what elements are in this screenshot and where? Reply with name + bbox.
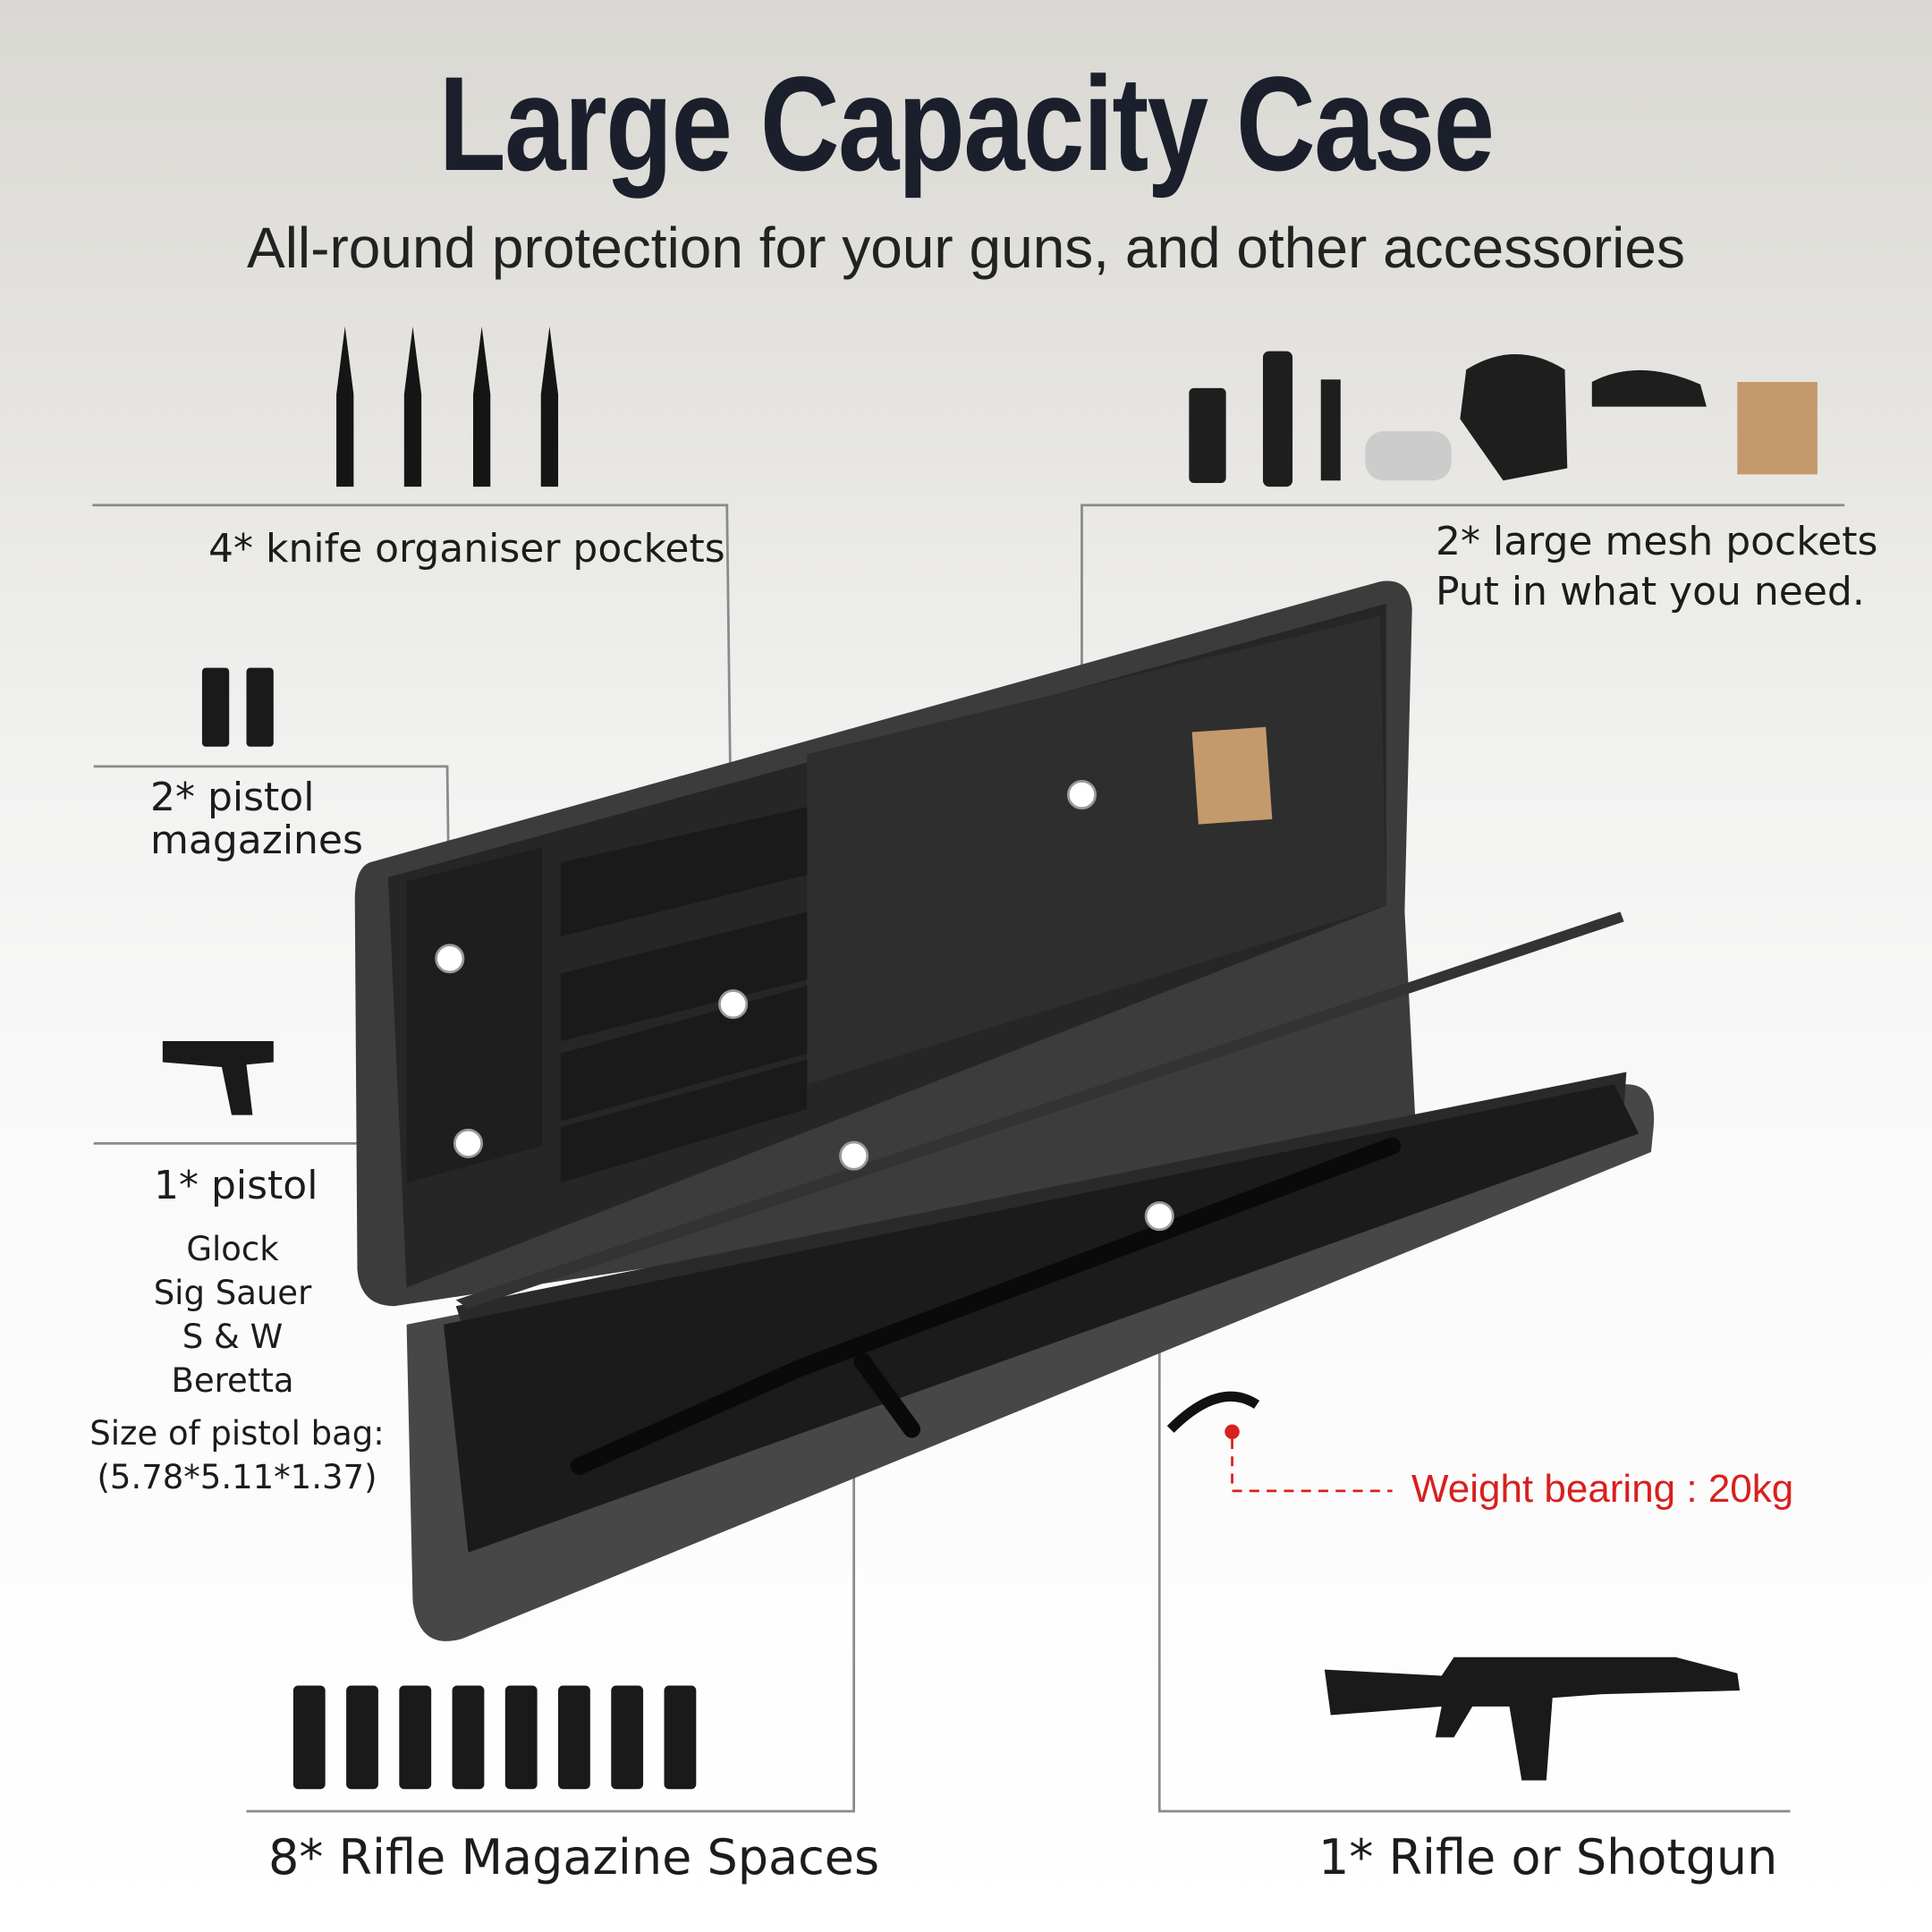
knife-icons <box>336 326 559 487</box>
pistol-magazine-icons <box>201 667 274 747</box>
notebook-icon <box>1191 726 1273 825</box>
bag-size-label: Size of pistol bag: <box>89 1414 385 1453</box>
rifle-label: 1* Rifle or Shotgun <box>1318 1829 1778 1885</box>
callout-dots <box>435 779 1174 1232</box>
pistol-model: Glock <box>186 1230 279 1268</box>
pistol-model: Beretta <box>171 1361 294 1400</box>
pistol-mags-label: 2* pistol <box>150 775 315 820</box>
pistol-mags-label-2: magazines <box>150 818 363 863</box>
pistol-label: 1* pistol <box>154 1163 318 1208</box>
weight-bearing-label: Weight bearing : 20kg <box>1411 1467 1794 1511</box>
rifle-mags-label: 8* Rifle Magazine Spaces <box>268 1829 880 1885</box>
knife-pockets <box>560 807 808 1183</box>
knife-pockets-label: 4* knife organiser pockets <box>208 526 725 572</box>
pistol-model: S & W <box>182 1318 284 1356</box>
mesh-pockets-label: 2* large mesh pockets <box>1436 519 1878 564</box>
case-lid <box>354 580 1418 1307</box>
bag-size-value: (5.78*5.11*1.37) <box>97 1458 377 1496</box>
page-title: Large Capacity Case <box>438 48 1496 199</box>
accessory-icons <box>1189 351 1818 487</box>
case-base <box>406 911 1655 1641</box>
rifle-magazine-icons <box>292 1685 697 1790</box>
page-subtitle: All-round protection for your guns, and … <box>247 216 1685 280</box>
pistol-models: Glock Sig Sauer S & W Beretta <box>143 1227 322 1402</box>
rifle-icon <box>1324 1657 1741 1781</box>
handle-point <box>1224 1424 1240 1439</box>
pistol-icon <box>162 1041 274 1115</box>
pistol-model: Sig Sauer <box>153 1274 312 1312</box>
leader-rifle <box>1157 1216 1791 1813</box>
mesh-pockets-sublabel: Put in what you need. <box>1436 569 1865 614</box>
egg-foam <box>443 1084 1640 1553</box>
carry-handle <box>1166 1391 1260 1433</box>
pistol-pocket <box>406 847 543 1183</box>
pistol-bag-size: Size of pistol bag: (5.78*5.11*1.37) <box>80 1411 394 1499</box>
weight-leader <box>1231 1438 1393 1493</box>
rifle-in-case <box>570 1137 1402 1475</box>
